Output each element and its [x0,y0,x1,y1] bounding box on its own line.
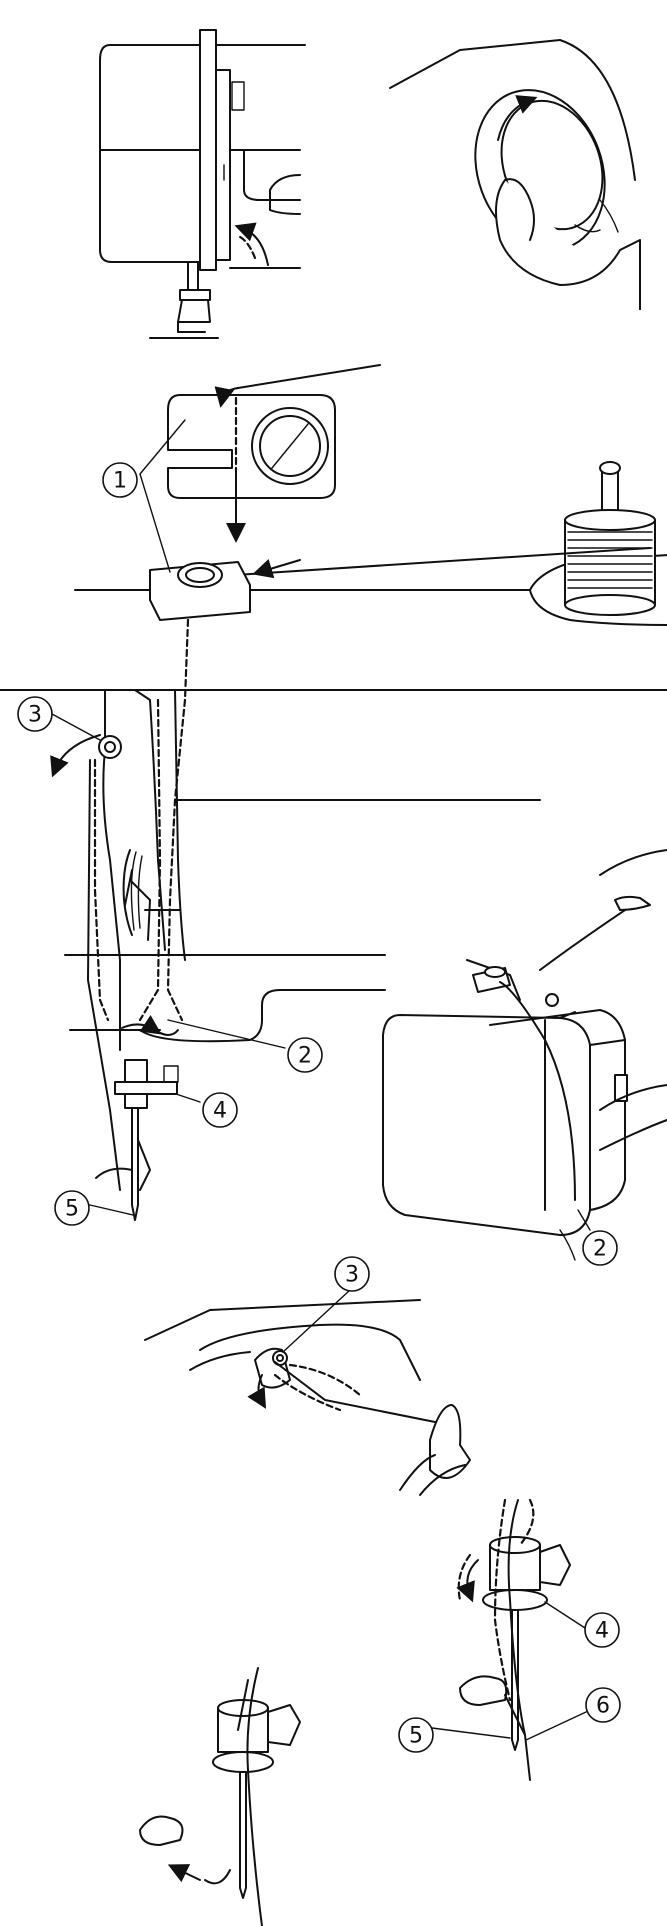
callout-4-main: 4 [202,1092,238,1128]
machine-head-front [99,29,306,339]
callout-5-main: 5 [54,1190,90,1226]
callouts: 1 3 2 4 5 2 3 [17,419,621,1753]
thread-guide-detail [167,364,381,543]
svg-text:1: 1 [113,469,127,494]
thread-spool [74,461,667,626]
callout-3-main: 3 [17,696,53,732]
svg-text:2: 2 [593,1237,607,1262]
svg-text:6: 6 [596,1694,610,1719]
callout-5-right: 5 [398,1717,434,1753]
callout-6: 6 [585,1687,621,1723]
callout-2-side: 2 [582,1230,618,1266]
handwheel-illustration [389,39,641,310]
svg-text:5: 5 [65,1197,79,1222]
svg-text:4: 4 [213,1099,227,1124]
guide-closeup [144,1299,471,1496]
callout-2-main: 2 [287,1037,323,1073]
svg-text:3: 3 [345,1263,359,1288]
svg-text:5: 5 [409,1724,423,1749]
svg-text:2: 2 [298,1044,312,1069]
svg-text:4: 4 [595,1619,609,1644]
callout-4-right: 4 [584,1612,620,1648]
callout-3-closeup: 3 [334,1256,370,1292]
needle-threading-left [139,1667,301,1926]
threading-path [0,618,667,1221]
svg-text:3: 3 [28,703,42,728]
needle-clamp-right [456,1498,571,1781]
callout-1: 1 [102,462,138,498]
machine-side-view [382,849,667,1261]
